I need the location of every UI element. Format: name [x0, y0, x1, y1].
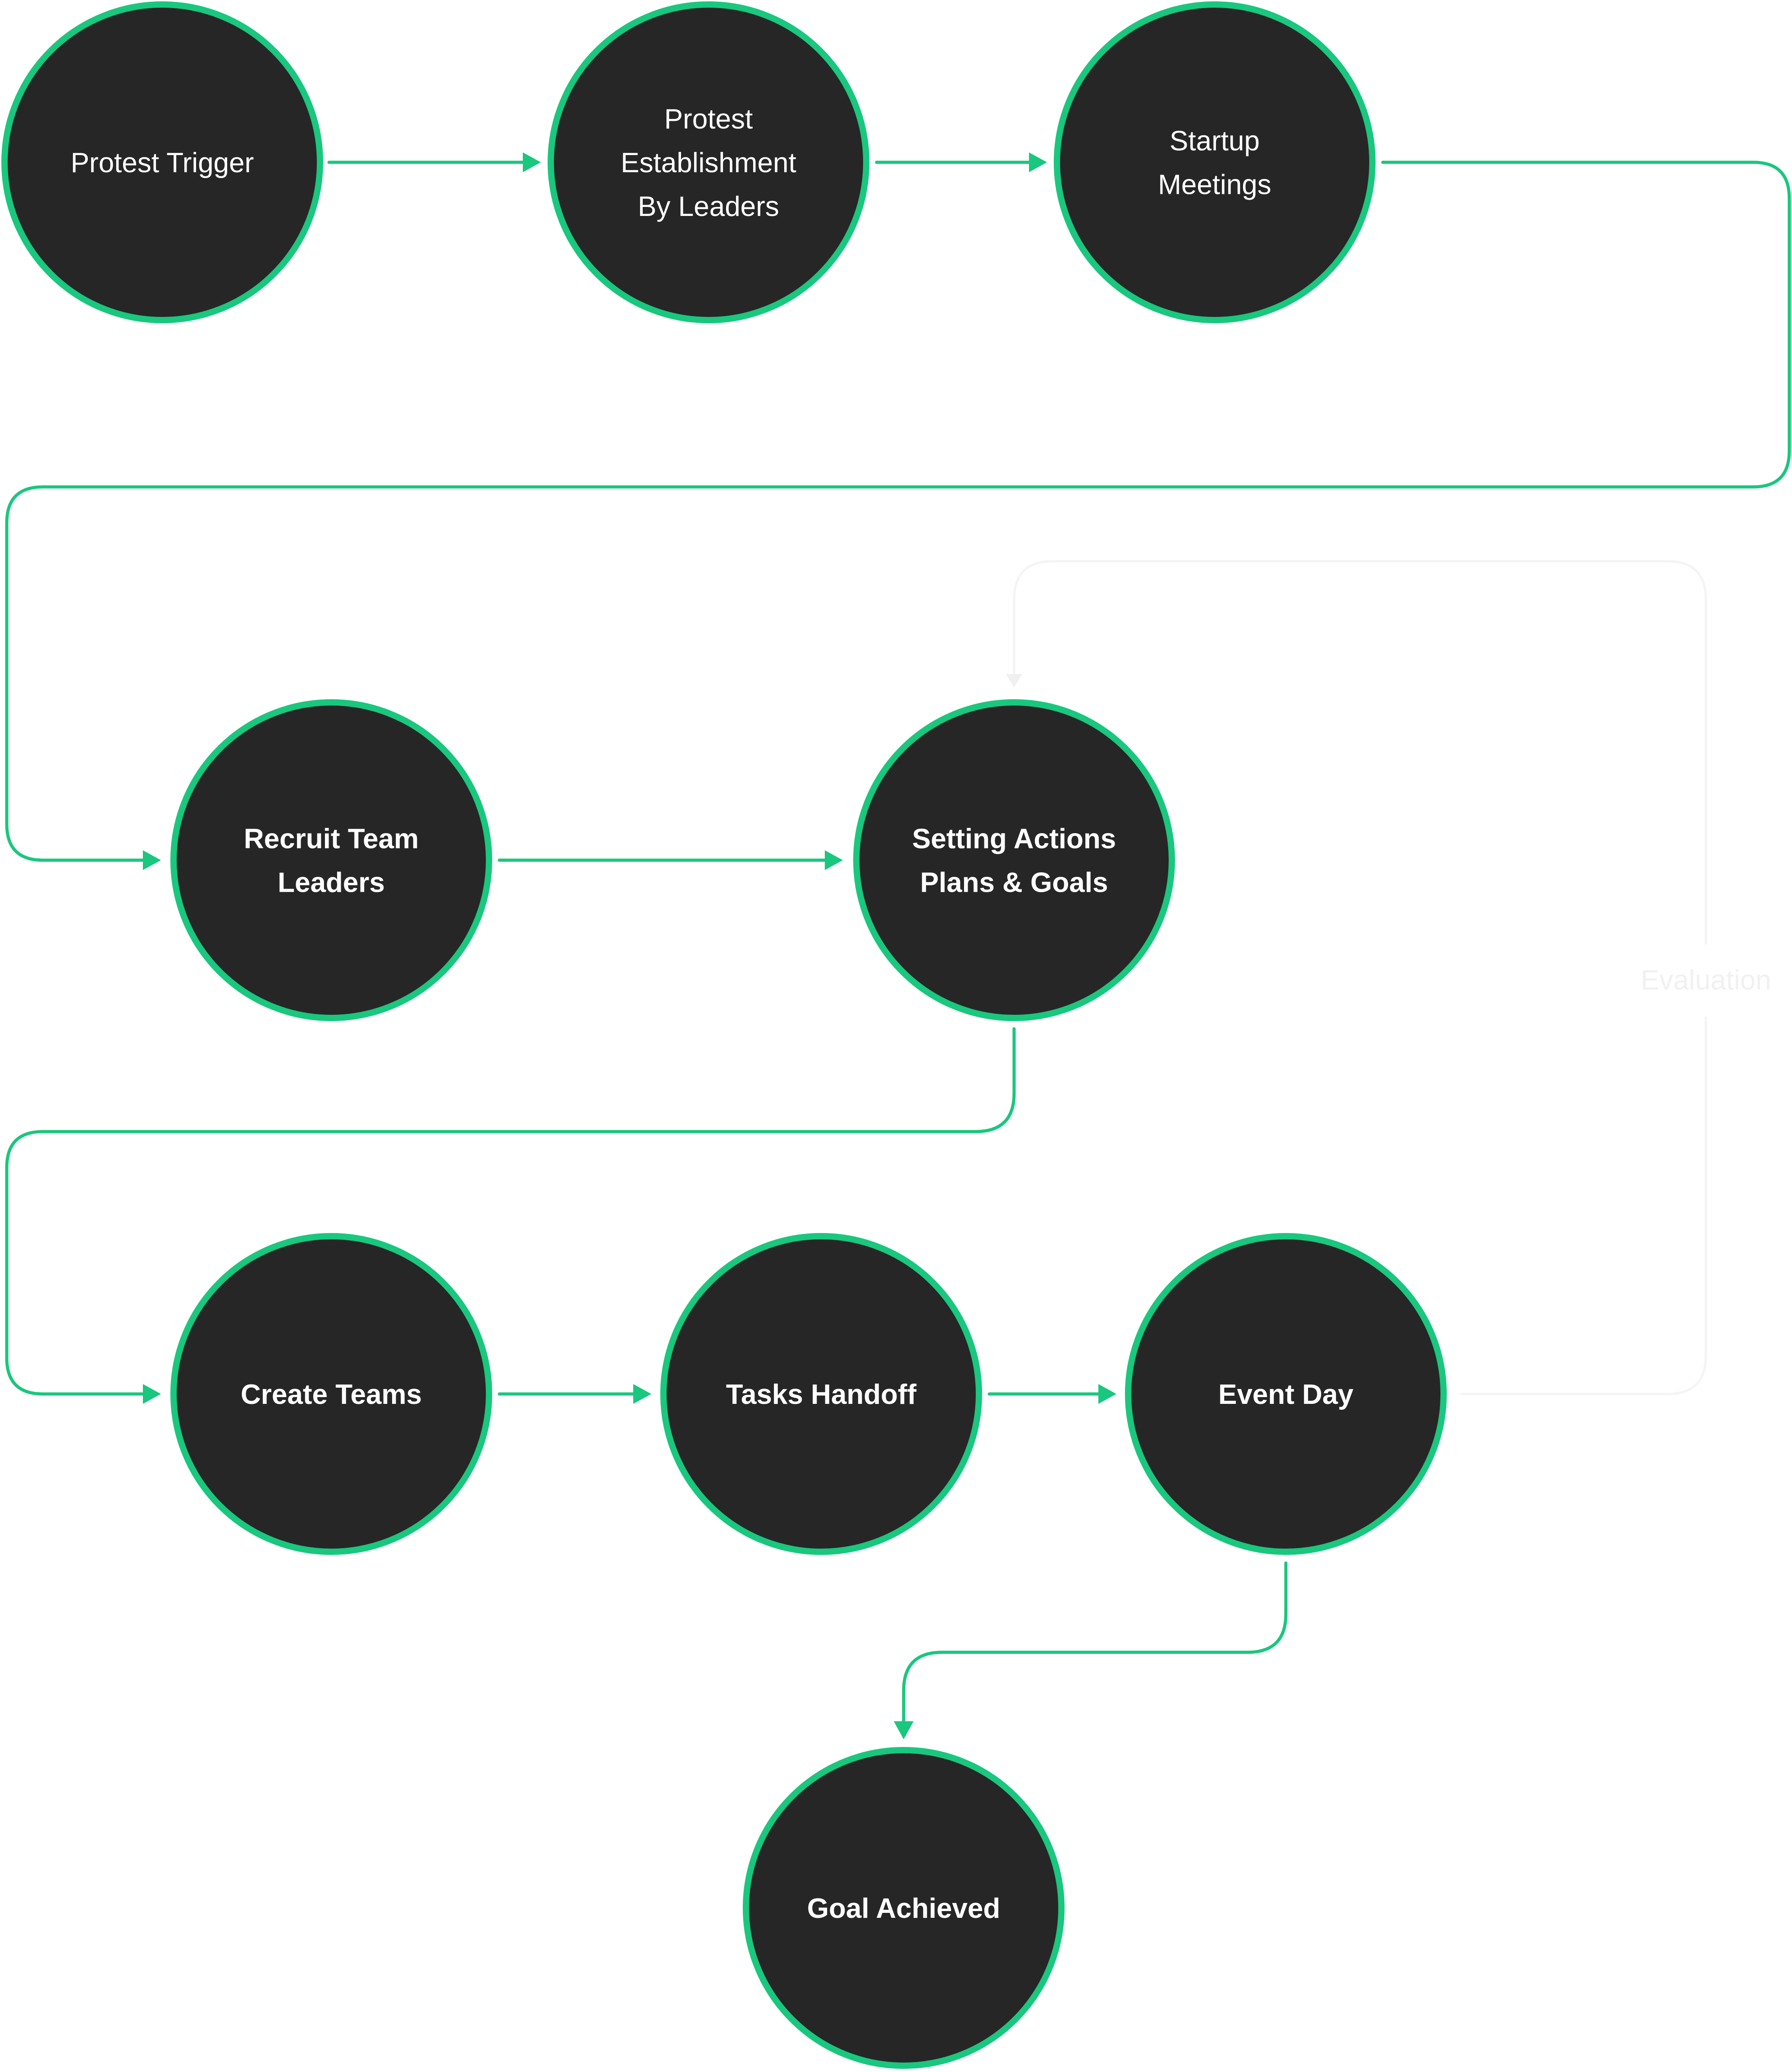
node-label: Create Teams	[241, 1379, 422, 1410]
node-circle	[170, 1233, 492, 1555]
node-label: Establishment	[621, 147, 796, 179]
node-goal-achieved: Goal Achieved	[743, 1747, 1065, 2069]
connector-startup-to-recruit	[5, 160, 1791, 862]
node-circle	[743, 1747, 1065, 2069]
evaluation-feedback-line	[1013, 560, 1707, 1395]
arrowhead-startup	[1029, 152, 1047, 172]
node-label: Protest	[664, 104, 753, 135]
node-label: Setting Actions	[912, 824, 1116, 855]
node-label: Plans & Goals	[920, 867, 1108, 898]
node-protest-trigger: Protest Trigger	[1, 1, 323, 323]
node-tasks-handoff: Tasks Handoff	[660, 1233, 982, 1555]
node-label: Meetings	[1158, 170, 1271, 201]
arrowhead-event	[1098, 1384, 1116, 1404]
node-label: Event Day	[1218, 1379, 1353, 1410]
connector-event-to-goal	[902, 1561, 1288, 1726]
node-label: Protest Trigger	[71, 147, 254, 179]
arrowhead-establishment	[523, 152, 541, 172]
node-label: Leaders	[278, 867, 385, 898]
evaluation-feedback-loop: Evaluation	[1006, 560, 1771, 1395]
node-label: Goal Achieved	[807, 1893, 1000, 1924]
arrowhead-create	[143, 1384, 161, 1404]
connector-setting-to-create	[5, 1027, 1016, 1396]
node-create-teams: Create Teams	[170, 1233, 492, 1555]
arrowhead-goal	[894, 1721, 914, 1739]
evaluation-feedback-arrowhead	[1006, 674, 1022, 688]
node-circle	[170, 699, 492, 1021]
arrowhead-tasks	[633, 1384, 651, 1404]
node-label: By Leaders	[638, 191, 779, 222]
node-label: Tasks Handoff	[726, 1379, 917, 1410]
node-label: Startup	[1170, 126, 1260, 157]
arrowhead-recruit	[143, 850, 161, 870]
node-circle	[660, 1233, 982, 1555]
evaluation-label: Evaluation	[1641, 965, 1771, 996]
node-circle	[1, 1, 323, 323]
arrowhead-setting	[825, 850, 843, 870]
node-circle	[853, 699, 1175, 1021]
node-circle	[1125, 1233, 1447, 1555]
node-circle	[1054, 1, 1376, 323]
node-label: Recruit Team	[244, 824, 419, 855]
connectors	[5, 152, 1791, 1739]
node-event-day: Event Day	[1125, 1233, 1447, 1555]
node-circle	[548, 1, 869, 323]
